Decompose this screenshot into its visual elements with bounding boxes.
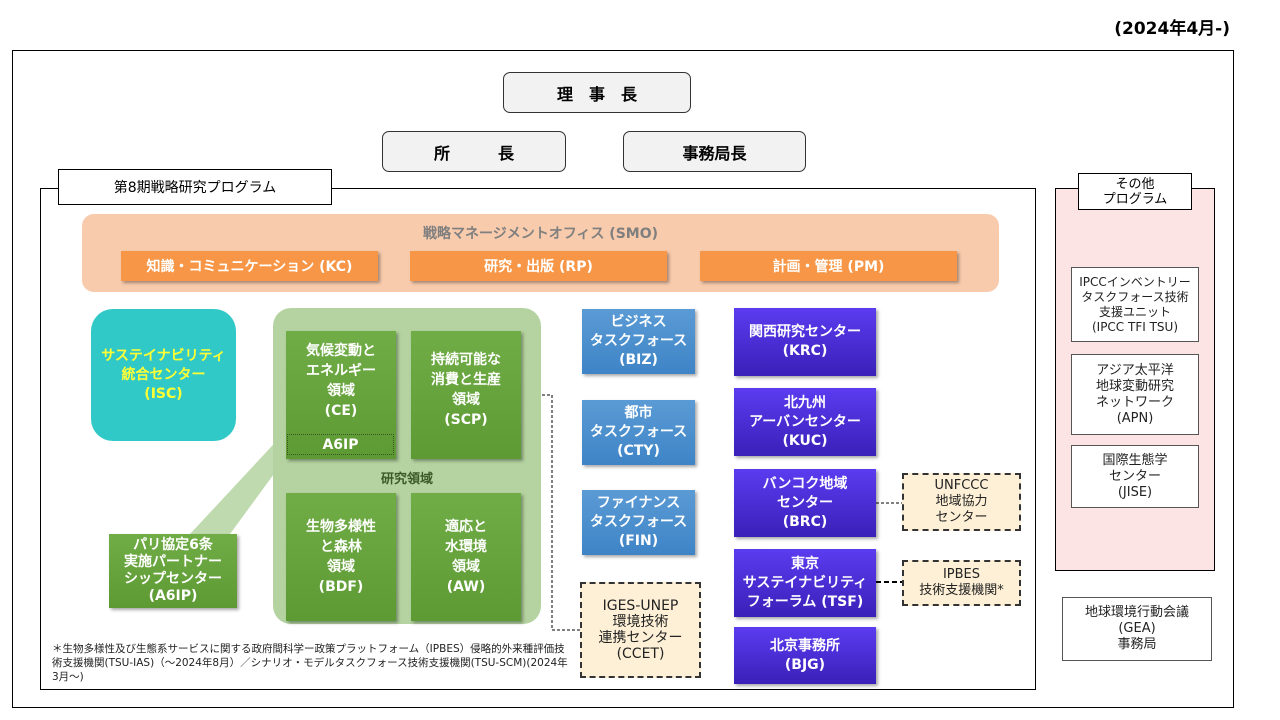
research-area-scp: 持続可能な 消費と生産 領域 (SCP) [411,331,521,459]
regional-office-bjg: 北京事務所 (BJG) [734,627,876,684]
date-label: (2024年4月-) [1114,19,1230,39]
smo-unit-pm: 計画・管理 (PM) [700,251,957,281]
other-programs-label: その他 プログラム [1078,173,1192,210]
task-force-biz: ビジネス タスクフォース (BIZ) [582,309,695,374]
research-area-ce: 気候変動と エネルギー 領域 (CE) [286,331,396,459]
chair-box: 理 事 長 [503,72,691,113]
org-chart-frame [12,50,1234,708]
director-box: 所 長 [382,131,566,172]
smo-unit-kc: 知識・コミュニケーション (KC) [121,251,378,281]
task-force-cty: 都市 タスクフォース (CTY) [582,400,695,465]
footnote: ＊生物多様性及び生態系サービスに関する政府間科学ー政策プラットフォーム（IPBE… [52,643,568,683]
ipbes-tsu-box: IPBES 技術支援機関* [902,560,1021,606]
research-area-aw: 適応と 水環境 領域 (AW) [411,493,521,621]
task-force-fin: ファイナンス タスクフォース (FIN) [582,490,695,555]
a6ip-tag: A6IP [287,434,394,455]
other-program-jise: 国際生態学 センター (JISE) [1071,445,1199,508]
chair-label: 理 事 長 [556,84,637,104]
unfccc-rcc-box: UNFCCC 地域協力 センター [902,473,1021,531]
strategic-program-label: 第8期戦略研究プログラム [58,169,332,205]
other-program-ipcc-tfi-tsu: IPCCインベントリー タスクフォース技術 支援ユニット (IPCC TFI T… [1071,267,1199,342]
gea-secretariat-box: 地球環境行動会議 (GEA) 事務局 [1062,597,1212,661]
research-areas-label: 研究領域 [380,472,433,487]
other-program-apn: アジア太平洋 地球変動研究 ネットワーク (APN) [1071,354,1199,435]
secretary-general-label: 事務局長 [682,143,747,163]
a6ip-center-box: パリ協定6条 実施パートナー シップセンター (A6IP) [109,534,237,608]
isc-box: サステイナビリティ 統合センター (ISC) [91,309,236,441]
regional-center-kuc: 北九州 アーバンセンター (KUC) [734,388,876,456]
research-area-bdf: 生物多様性 と森林 領域 (BDF) [286,493,396,621]
regional-center-krc: 関西研究センター (KRC) [734,308,876,376]
secretary-general-box: 事務局長 [623,131,806,172]
regional-center-brc: バンコク地域 センター (BRC) [734,469,876,537]
director-label: 所 長 [433,143,514,163]
smo-unit-rp: 研究・出版 (RP) [410,251,667,281]
ccet-box: IGES-UNEP 環境技術 連携センター (CCET) [580,582,701,678]
smo-title: 戦略マネージメントオフィス (SMO) [422,226,659,242]
strategic-program-frame [40,188,1036,690]
regional-center-tsf: 東京 サステイナビリティ フォーラム (TSF) [734,549,876,617]
